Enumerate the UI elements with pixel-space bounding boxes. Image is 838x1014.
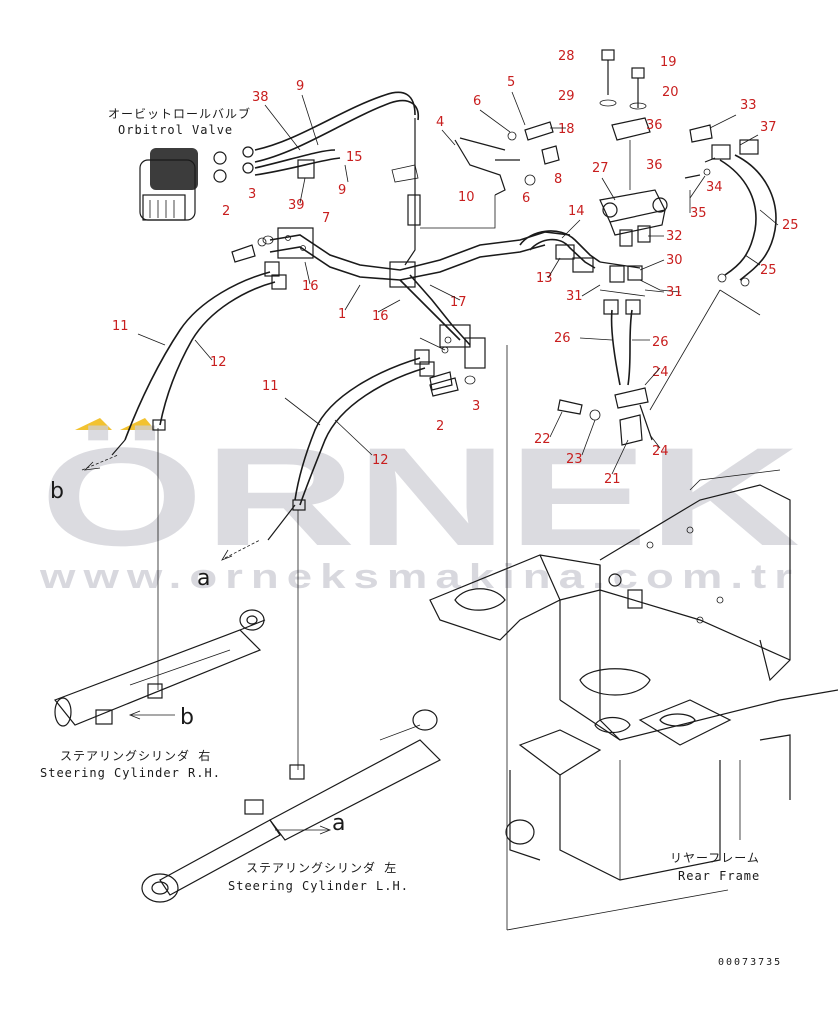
part-number-10: 10 [458,190,475,205]
part-number-29: 29 [558,89,575,104]
watermark: ÖRNEK www.orneksmakina.com.tr [39,418,800,596]
leader-lines [81,289,761,931]
part-number-6b: 6 [522,191,530,206]
ref-b-upper: b [50,479,64,504]
part-number-3a: 3 [248,187,256,202]
part-number-13: 13 [536,271,553,286]
part-number-6a: 6 [473,94,481,109]
part-number-2b: 2 [436,419,444,434]
rear-frame-label-en: Rear Frame [678,869,760,883]
watermark-accent-right [120,418,155,430]
orbitrol-valve [139,146,254,221]
tube-assembly [257,227,571,369]
steer-rh-label-jp: ステアリングシリンダ 右 [60,748,211,763]
steer-lh-label-jp: ステアリングシリンダ 左 [246,860,397,875]
orbitrol-label-jp: オービットロールバルブ [108,106,251,121]
part-number-35: 35 [690,206,707,221]
part-number-26a: 26 [554,331,571,346]
valve-27 [599,49,668,247]
part-number-18: 18 [558,122,575,137]
watermark-accent-left [75,418,112,430]
steer-lh-label-en: Steering Cylinder L.H. [228,879,409,893]
ref-a-upper: a [197,566,210,591]
part-number-38: 38 [252,90,269,105]
bolts-2-3 [231,235,476,397]
part-number-22: 22 [534,432,551,447]
clamp-bracket [420,137,520,229]
part-number-16b: 16 [372,309,389,324]
part-number-8: 8 [554,172,562,187]
part-number-24b: 24 [652,444,669,459]
part-number-20: 20 [662,85,679,100]
bolt-5 [507,121,560,186]
drawing-code: 00073735 [718,957,782,968]
steer-rh-label-en: Steering Cylinder R.H. [40,766,221,780]
part-number-11b: 11 [262,379,279,394]
part-number-4: 4 [436,115,444,130]
part-number-39: 39 [288,198,305,213]
part-number-25b: 25 [760,263,777,278]
ref-a-lower: a [332,811,345,836]
part-number-12a: 12 [210,355,227,370]
part-number-36a: 36 [646,118,663,133]
part-number-30: 30 [666,253,683,268]
labels: オービットロールバルブ Orbitrol Valve ステアリングシリンダ 右 … [40,106,782,968]
rear-frame [429,469,838,881]
part-number-9b: 9 [338,183,346,198]
part-number-9a: 9 [296,79,304,94]
part-number-21: 21 [604,472,621,487]
part-number-27: 27 [592,161,609,176]
orbitrol-label-en: Orbitrol Valve [118,123,233,137]
part-number-1: 1 [338,307,346,322]
part-number-31b: 31 [666,285,683,300]
hoses-26 [557,289,653,446]
part-number-34: 34 [706,180,723,195]
part-number-19: 19 [660,55,677,70]
part-number-36b: 36 [646,158,663,173]
hoses-upper [254,91,421,266]
part-number-2a: 2 [222,204,230,219]
tube-14 [519,230,681,293]
part-number-31a: 31 [566,289,583,304]
part-number-33: 33 [740,98,757,113]
hoses-11-12 [111,261,453,541]
part-number-14: 14 [568,204,585,219]
steering-cylinder-rh [54,609,266,727]
part-number-28: 28 [558,49,575,64]
callout-leaders [137,91,779,475]
part-number-7: 7 [322,211,330,226]
part-number-12b: 12 [372,453,389,468]
part-number-11a: 11 [112,319,129,334]
hoses-25 [684,124,777,287]
ref-b-lower: b [180,705,194,730]
watermark-url: www.orneksmakina.com.tr [39,558,800,596]
steering-cylinder-lh [141,709,442,903]
rear-frame-label-jp: リヤーフレーム [670,851,760,865]
part-number-25a: 25 [782,218,799,233]
part-number-17: 17 [450,295,467,310]
part-number-26b: 26 [652,335,669,350]
part-number-3b: 3 [472,399,480,414]
part-number-16a: 16 [302,279,319,294]
part-numbers: 1 2 2 3 3 4 5 6 6 7 8 9 9 10 11 11 12 12… [112,49,799,487]
section-refs: b a b a [50,479,345,836]
part-number-24a: 24 [652,365,669,380]
part-number-37: 37 [760,120,777,135]
part-number-23: 23 [566,452,583,467]
part-number-32: 32 [666,229,683,244]
part-number-5: 5 [507,75,515,90]
part-number-15: 15 [346,150,363,165]
watermark-brand: ÖRNEK [40,418,800,575]
